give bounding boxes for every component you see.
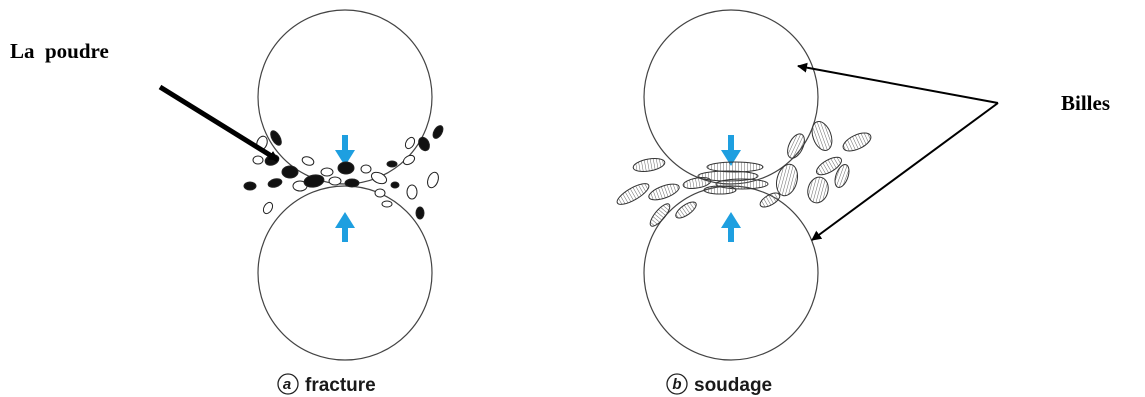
panel-fracture: a fracture bbox=[244, 10, 445, 396]
label-powder: La poudre bbox=[10, 39, 109, 63]
caption-letter-a: a bbox=[283, 376, 291, 393]
caption-soudage: soudage bbox=[694, 375, 772, 396]
panel-soudage: b soudage bbox=[614, 10, 873, 396]
caption-letter-b: b bbox=[672, 376, 681, 393]
balls-pointer-arrow-top bbox=[798, 66, 998, 103]
caption-fracture: fracture bbox=[305, 375, 376, 396]
label-balls: Billes bbox=[1061, 91, 1110, 115]
